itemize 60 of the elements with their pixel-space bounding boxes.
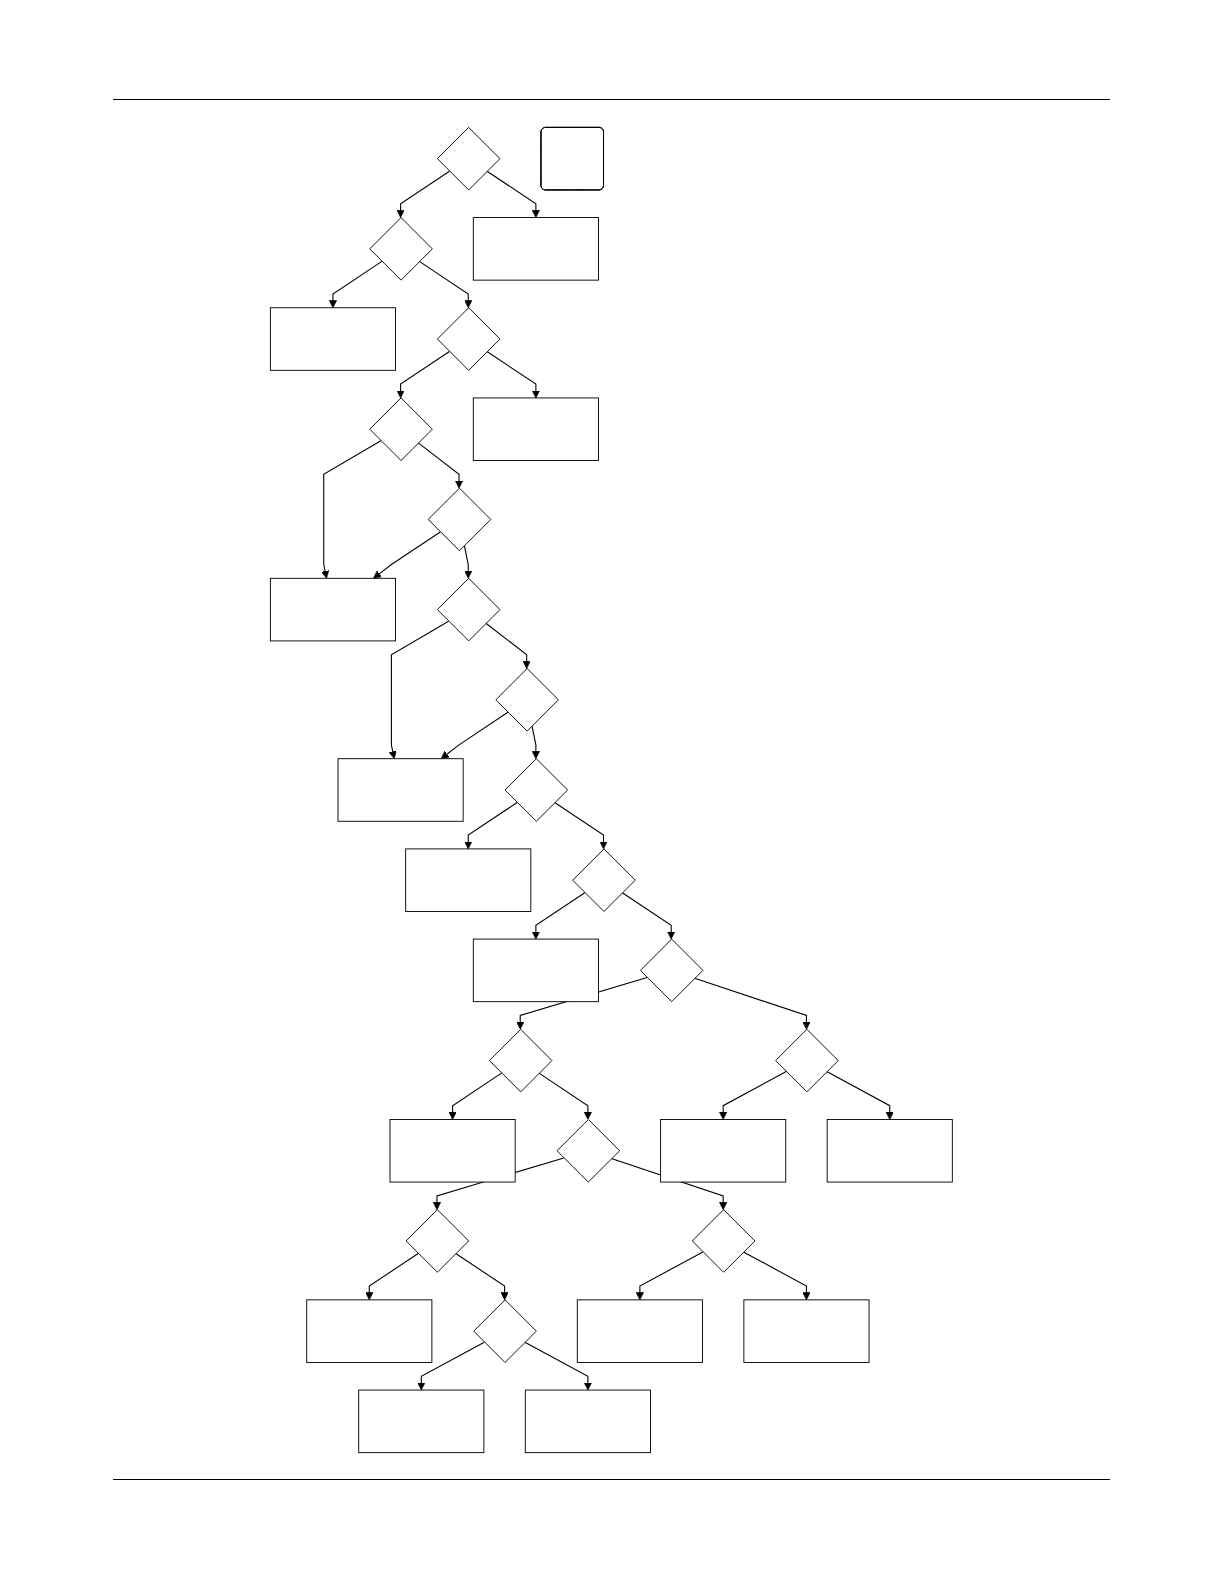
- node-diamond: [775, 1028, 839, 1093]
- node-box: [270, 577, 397, 642]
- node-diamond: [437, 126, 501, 191]
- node-diamond: [437, 577, 501, 642]
- arrow: [486, 170, 541, 218]
- node-box: [525, 1389, 652, 1454]
- node-diamond: [437, 307, 501, 371]
- node-box: [306, 1299, 433, 1363]
- arrow: [636, 1251, 704, 1301]
- arrow: [418, 260, 473, 309]
- node-box: [577, 1299, 704, 1363]
- node-box: [473, 938, 600, 1003]
- arrow: [417, 442, 464, 489]
- arrow: [365, 1252, 419, 1301]
- arrow: [321, 440, 382, 579]
- node-diamond: [640, 938, 704, 1003]
- node-box: [826, 1119, 953, 1183]
- node-diamond: [572, 848, 636, 912]
- node-box: [337, 758, 464, 822]
- node-box: [743, 1299, 870, 1363]
- node-box: [389, 1119, 516, 1183]
- node-diamond: [489, 1028, 553, 1093]
- node-box: [358, 1389, 485, 1454]
- arrow: [719, 1071, 787, 1120]
- node-diamond: [369, 217, 433, 281]
- arrow: [373, 531, 441, 579]
- arrow: [417, 1341, 485, 1391]
- arrow: [531, 725, 541, 760]
- arrow: [486, 351, 541, 399]
- arrow: [532, 892, 586, 940]
- node-diamond: [405, 1209, 470, 1273]
- node-box: [473, 397, 600, 461]
- node-diamond: [692, 1209, 756, 1273]
- arrow: [554, 801, 608, 850]
- arrow: [826, 1071, 894, 1120]
- node-diamond: [495, 668, 560, 732]
- node-diamond: [556, 1119, 621, 1183]
- node-diamond: [427, 487, 492, 552]
- arrow: [396, 351, 451, 399]
- node-diamond: [504, 758, 569, 822]
- arrow: [329, 260, 383, 309]
- arrow: [538, 1072, 593, 1120]
- arrow: [396, 170, 451, 218]
- arrow: [388, 620, 450, 760]
- arrow: [455, 1252, 509, 1301]
- arrow: [463, 544, 473, 579]
- arrow: [448, 1072, 503, 1120]
- node-box: [660, 1119, 787, 1183]
- arrow: [440, 711, 509, 760]
- node-box: [473, 217, 600, 281]
- arrow: [485, 622, 531, 669]
- arrow: [743, 1251, 811, 1301]
- arrow: [524, 1341, 593, 1391]
- arrow: [694, 977, 811, 1030]
- node-diamond: [473, 1299, 537, 1363]
- node-box: [405, 848, 532, 912]
- arrow: [621, 892, 676, 940]
- node-diamond: [369, 397, 433, 461]
- arrow: [464, 801, 518, 850]
- node-box: [270, 307, 397, 371]
